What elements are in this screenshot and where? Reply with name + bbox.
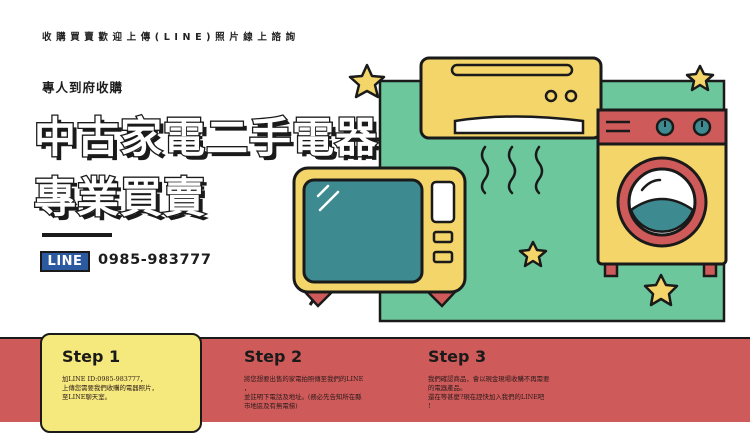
step3-title: Step 3: [428, 347, 487, 366]
hero-subtitle: 專人到府收購: [42, 80, 124, 95]
star-icon: [518, 240, 548, 268]
star-icon: [643, 273, 679, 307]
air-conditioner-icon: [419, 56, 603, 140]
phone-number[interactable]: 0985-983777: [98, 252, 212, 268]
hero-title-line2: 專業買賣: [33, 172, 207, 224]
top-caption: 收購買賣歡迎上傳(LINE)照片線上諮詢: [42, 32, 300, 43]
washing-machine-icon: [596, 108, 728, 278]
step2-text: 將您想要出售的家電拍照傳至我們的LINE ， 並註明下電話及地址。(務必先告知所…: [244, 375, 364, 410]
step1-card: [40, 333, 202, 433]
star-icon: [685, 64, 715, 92]
star-icon: [348, 63, 386, 99]
airflow-waves: [480, 145, 544, 195]
divider-rule: [42, 233, 112, 237]
step1-title: Step 1: [62, 347, 121, 366]
appliances-illustration: [292, 56, 728, 323]
tv-icon: [292, 166, 467, 308]
step1-text: 加LINE ID:0985-983777， 上傳您需要我們收購的電器照片， 至L…: [62, 375, 158, 401]
line-badge[interactable]: LINE: [40, 251, 90, 272]
step3-text: 我們確認商品，會以現金現場收購不再需要 的電器產品。 還在等甚麼?現在趕快加入我…: [428, 375, 550, 410]
hero-title-line1: 中古家電二手電器: [33, 112, 379, 164]
step2-title: Step 2: [244, 347, 303, 366]
